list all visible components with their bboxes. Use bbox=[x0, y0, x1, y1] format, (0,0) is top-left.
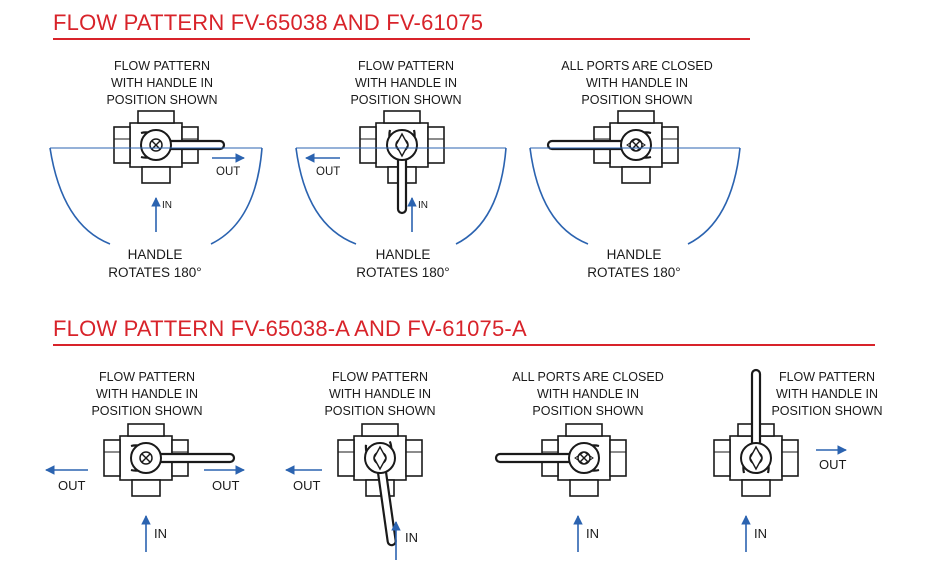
out-label-top-1: OUT bbox=[216, 166, 241, 178]
rotation-arc-top-2 bbox=[295, 147, 357, 245]
section-rule-top bbox=[53, 38, 750, 40]
in-label-top-2: IN bbox=[418, 200, 428, 211]
valve-top-3 bbox=[546, 110, 679, 184]
rotation-arc-top-1 bbox=[49, 147, 111, 245]
in-label-bottom-4: IN bbox=[754, 526, 767, 541]
section-title-bottom: FLOW PATTERN FV-65038-A AND FV-61075-A bbox=[53, 316, 527, 341]
out-label-bottom-2: OUT bbox=[293, 478, 321, 493]
valve-bottom-2 bbox=[337, 423, 423, 549]
valve-top-2 bbox=[359, 110, 445, 215]
in-label-bottom-3: IN bbox=[586, 526, 599, 541]
valve-bottom-3 bbox=[494, 423, 627, 497]
out-right-label-bottom-1: OUT bbox=[212, 478, 240, 493]
rotation-arc-top-3 bbox=[529, 147, 589, 245]
out-left-label-bottom-1: OUT bbox=[58, 478, 86, 493]
valve-bottom-1 bbox=[103, 423, 236, 497]
in-label-bottom-1: IN bbox=[154, 526, 167, 541]
valve-top-1 bbox=[113, 110, 226, 184]
section-rule-bottom bbox=[53, 344, 875, 346]
section-title-top: FLOW PATTERN FV-65038 AND FV-61075 bbox=[53, 10, 484, 35]
out-label-bottom-4: OUT bbox=[819, 457, 847, 472]
out-label-top-2: OUT bbox=[316, 166, 341, 178]
valve-bottom-4 bbox=[713, 368, 799, 497]
in-label-top-1: IN bbox=[162, 200, 172, 211]
in-label-bottom-2: IN bbox=[405, 530, 418, 545]
